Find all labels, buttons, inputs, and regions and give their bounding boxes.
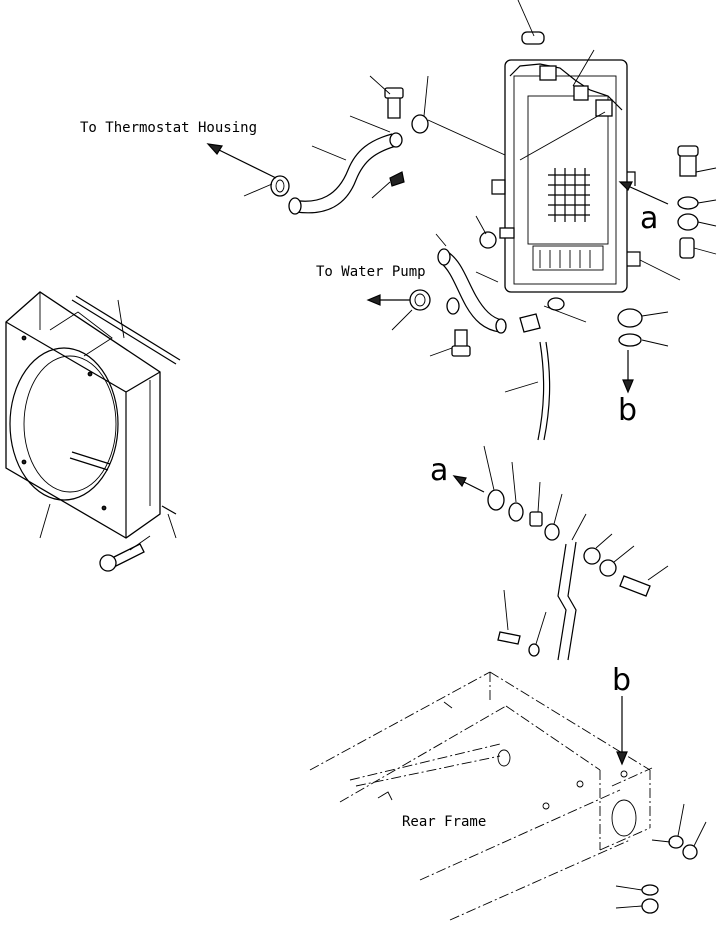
ref-b-lower: b [612, 663, 631, 698]
water-pump-label: To Water Pump [316, 264, 426, 280]
fan-shroud [5, 291, 161, 539]
ref-b-upper: b [618, 393, 637, 428]
radiator [491, 31, 641, 293]
thermostat-label: To Thermostat Housing [80, 120, 257, 136]
rear-frame-label: Rear Frame [402, 814, 486, 830]
ref-a-upper: a [640, 201, 658, 236]
lower-hose [437, 248, 507, 334]
upper-hose [288, 132, 403, 215]
rear-frame [309, 671, 653, 921]
ref-a-lower: a [430, 453, 448, 488]
